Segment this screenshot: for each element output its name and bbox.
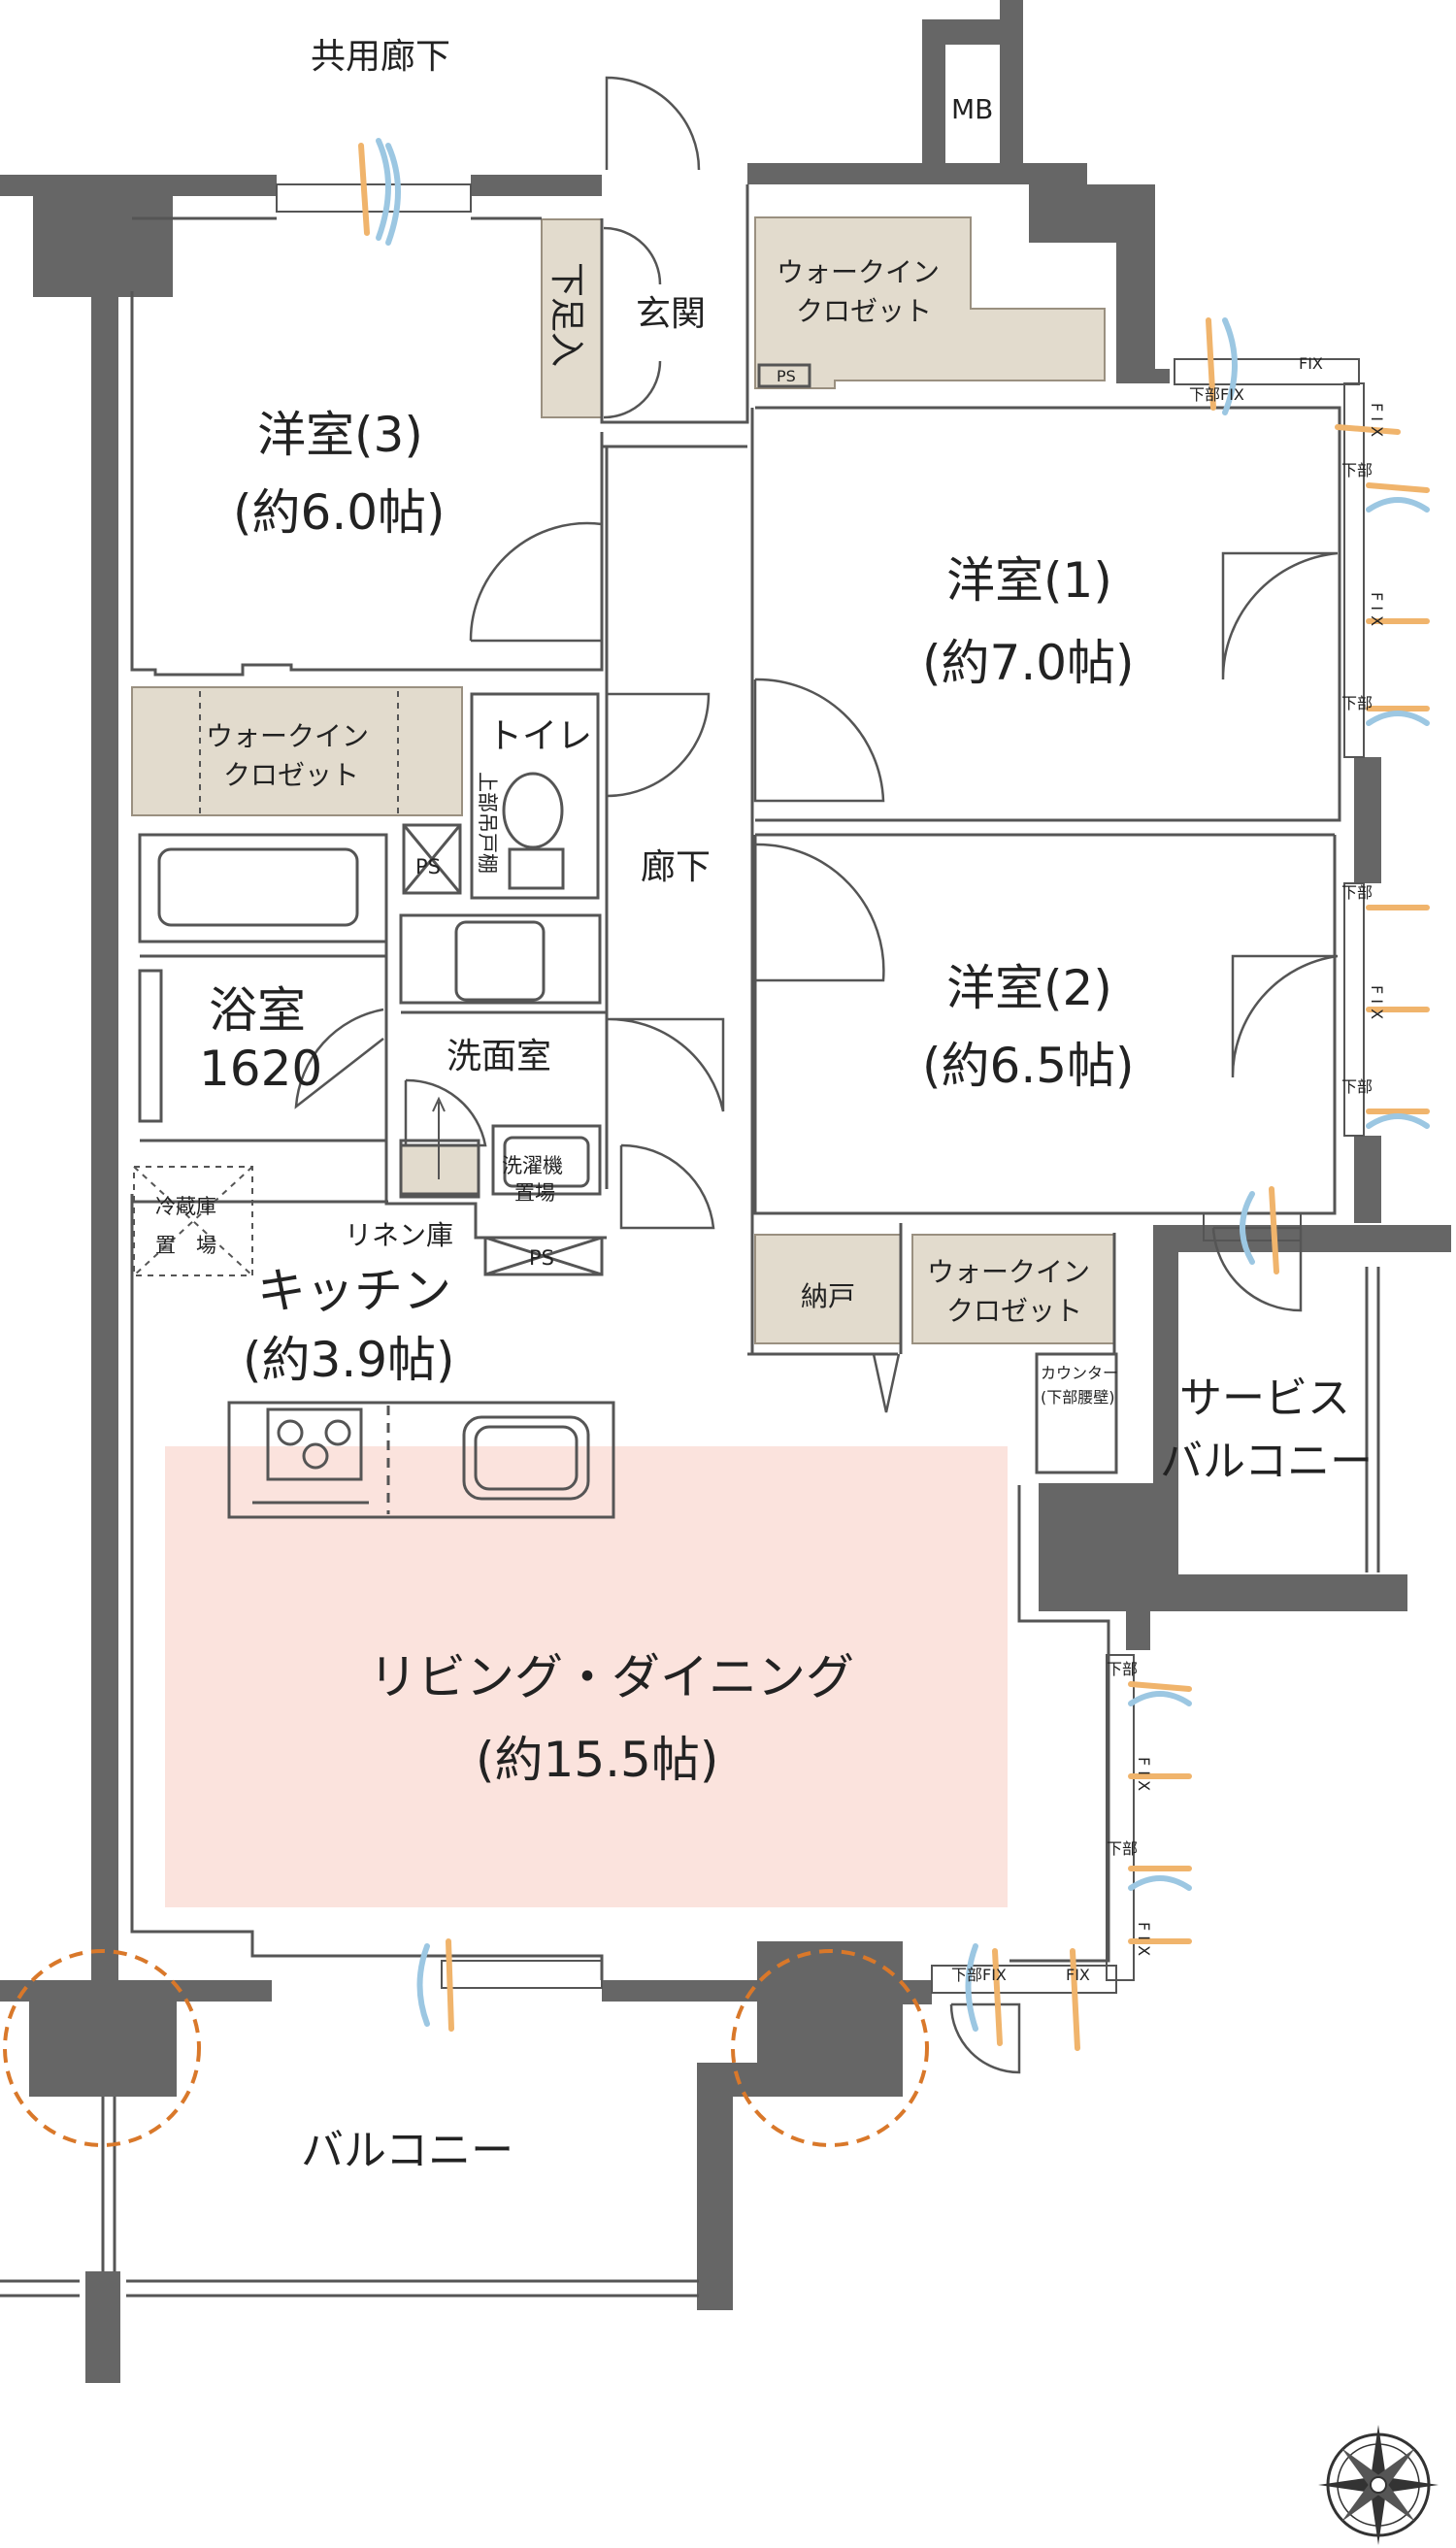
counter-label-2: (下部腰壁) [1041,1388,1115,1406]
upper-cupboard-label: 上部吊戸棚 [476,772,499,874]
fridge-label-2: 置 場 [155,1234,216,1257]
wall-sb-top [1155,1225,1451,1252]
labels: 共用廊下 MB 玄関 洋室(3) (約6.0帖) 洋室(1) (約7.0帖) 洋… [155,37,1373,2175]
lower-label-r4: 下部 [1341,1077,1373,1096]
wic-room1-label-2: クロゼット [796,295,932,327]
mb-label: MB [951,93,993,125]
living-size: (約15.5帖) [476,1732,718,1788]
fix-vertical-5: F I X [1135,1922,1153,1956]
column-bottom-right [697,1941,932,2310]
column-marker-right [731,1949,929,2147]
shoe-closet-label: 下足入 [546,262,586,367]
fix-vertical-3: F I X [1368,985,1386,1019]
ps-label-1: PS [415,855,441,878]
wic-room1-label-1: ウォークイン [777,256,940,288]
windows [276,183,1365,1994]
fix-vertical-2: F I X [1368,592,1386,626]
fills [131,216,1115,1907]
wic-room2-label-1: ウォークイン [927,1256,1090,1288]
mb-right-wall [1000,0,1023,165]
mb-left-wall [922,19,945,175]
doors [294,76,1339,2074]
storage-label: 納戸 [801,1280,855,1312]
ps-label-2: PS [529,1246,554,1270]
wic-room3-label-1: ウォークイン [206,720,369,752]
washing-machine-label-2: 置場 [514,1181,555,1205]
wall-top-left [0,175,277,196]
washroom-label: 洗面室 [447,1037,551,1076]
ps-label-3: PS [777,367,796,385]
service-balcony-label-2: バルコニー [1160,1437,1373,1486]
room2-size: (約6.5帖) [922,1038,1135,1094]
fix-label-top: FIX [1299,354,1323,373]
column-markers [3,1949,929,2147]
wall-lower-right-block [1039,1483,1407,1650]
wall-right-mid [1354,757,1381,883]
lower-fix-label-top: 下部FIX [1189,385,1244,404]
wall-bottom-mid [602,1980,757,2002]
room3-size: (約6.0帖) [233,484,446,541]
airflow-markers [358,138,1430,2051]
wic-room2-label-2: クロゼット [946,1295,1082,1327]
wic-room3-fill [131,686,463,816]
bathroom-size: 1620 [199,1041,322,1097]
washing-machine-label-1: 洗濯機 [502,1154,563,1177]
room3-name: 洋室(3) [257,407,423,463]
kitchen-size: (約3.9帖) [243,1332,455,1388]
wall-top-mid [471,175,602,196]
lower-fix-label-bottom: 下部FIX [951,1966,1007,1984]
balcony-label: バルコニー [301,2126,513,2175]
vertical-labels: 下足入 上部吊戸棚 F I X F I X F I X F I X F I X [476,262,1386,1956]
lower-label-r1: 下部 [1341,461,1373,480]
walls [0,0,1451,2383]
lower-label-l2: 下部 [1107,1839,1138,1858]
hallway-label: 廊下 [641,847,711,887]
toilet-label: トイレ [487,716,592,756]
counter-label-1: カウンター [1041,1364,1118,1382]
wic-room2-fill [911,1234,1115,1344]
lower-label-r3: 下部 [1341,883,1373,902]
service-balcony-label-1: サービス [1179,1373,1350,1423]
wic-room3-label-2: クロゼット [223,759,359,791]
compass-icon [1318,2425,1439,2545]
column-marker-left [3,1949,201,2147]
entrance-label: 玄関 [636,294,706,334]
wall-sb-left [1153,1225,1178,1574]
kitchen-name: キッチン [257,1263,451,1319]
lower-label-l1: 下部 [1107,1660,1138,1678]
room1-size: (約7.0帖) [922,635,1135,691]
balcony-stub [85,2271,120,2383]
fix-label-bottom: FIX [1066,1966,1090,1984]
room2-name: 洋室(2) [946,960,1112,1016]
interior-lines [0,184,1380,2298]
wic-room1-fill [754,216,1106,389]
column-bottom-left [29,1990,177,2097]
linen-label: リネン庫 [345,1219,453,1251]
lower-label-r2: 下部 [1341,694,1373,712]
wall-top-right [747,163,1043,184]
wall-right-lower [1354,1136,1381,1223]
bathroom-name: 浴室 [209,982,306,1039]
fix-vertical-1: F I X [1368,403,1386,437]
wall-top-right-block [1009,163,1170,383]
wall-left [91,291,118,1990]
living-name: リビング・ダイニング [369,1649,854,1705]
common-corridor-label: 共用廊下 [311,37,450,77]
room1-name: 洋室(1) [946,552,1112,609]
fix-vertical-4: F I X [1135,1757,1153,1791]
living-area-fill [165,1446,1008,1907]
shoe-closet-fill [541,218,603,418]
fridge-label-1: 冷蔵庫 [155,1195,216,1218]
